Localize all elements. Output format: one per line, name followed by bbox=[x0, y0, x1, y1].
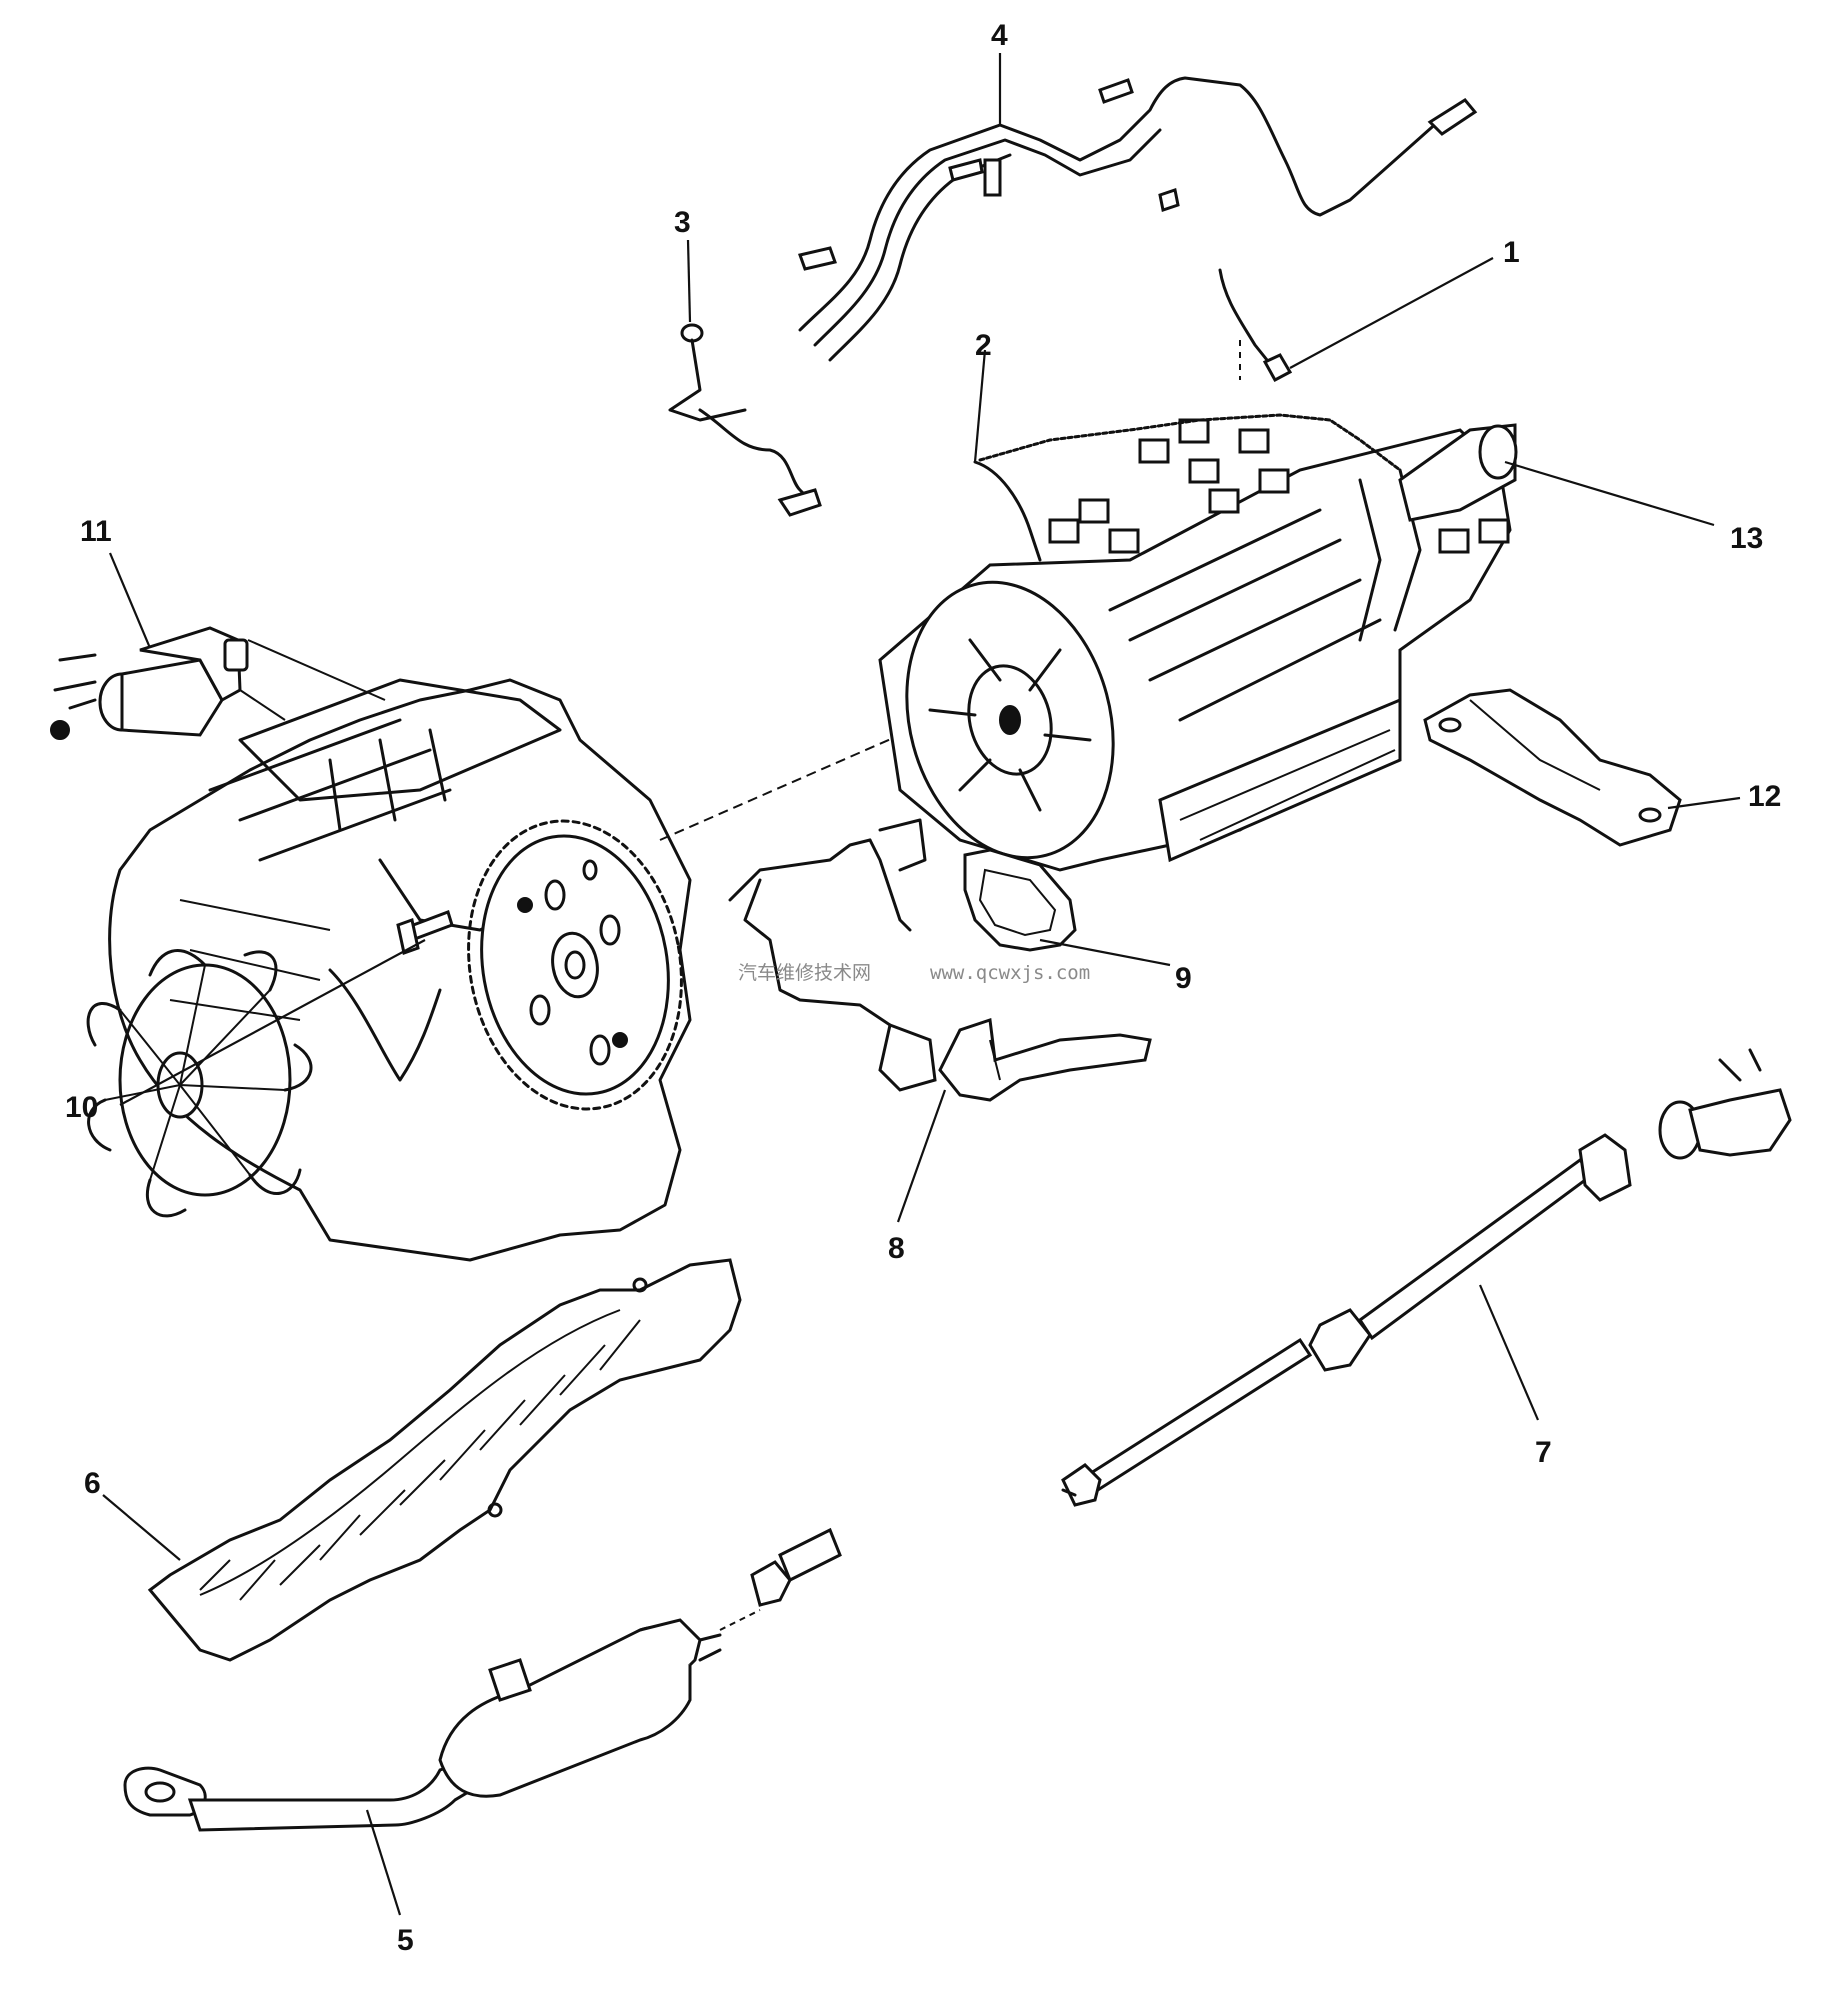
transmission-crossmember bbox=[1423, 688, 1682, 847]
leader-2 bbox=[973, 349, 987, 463]
speedometer-cable bbox=[1218, 268, 1293, 383]
wiring-harness-cover bbox=[973, 413, 1402, 562]
leader-3 bbox=[686, 239, 692, 323]
leader-9 bbox=[1039, 938, 1171, 967]
callout-7: 7 bbox=[1535, 1436, 1552, 1469]
leader-5 bbox=[365, 1809, 402, 1916]
leader-7 bbox=[1478, 1284, 1540, 1421]
front-exhaust-pipe-catalytic-converter bbox=[123, 1527, 842, 1832]
callout-5: 5 bbox=[397, 1924, 414, 1957]
dipstick-tube bbox=[668, 323, 822, 517]
callout-13: 13 bbox=[1730, 522, 1763, 555]
engine-block bbox=[86, 678, 692, 1262]
watermark-url: www.qcwxjs.com bbox=[930, 962, 1090, 984]
leader-10 bbox=[119, 939, 426, 1106]
starter-motor bbox=[50, 626, 386, 740]
leader-12 bbox=[1667, 796, 1741, 810]
leader-13 bbox=[1504, 460, 1715, 527]
callout-6: 6 bbox=[84, 1467, 101, 1500]
callout-1: 1 bbox=[1503, 236, 1520, 269]
cooling-fan bbox=[86, 949, 313, 1218]
callout-12: 12 bbox=[1748, 780, 1781, 813]
callout-10: 10 bbox=[65, 1091, 98, 1124]
leader-1 bbox=[1289, 257, 1494, 369]
flywheel-bolt bbox=[396, 910, 454, 955]
callout-11: 11 bbox=[80, 515, 112, 548]
watermark-site-name: 汽车维修技术网 bbox=[738, 962, 871, 984]
callout-2: 2 bbox=[975, 329, 992, 362]
shift-linkage bbox=[728, 818, 1152, 1102]
callout-8: 8 bbox=[888, 1232, 905, 1265]
leader-6 bbox=[102, 1494, 181, 1561]
automatic-transmission bbox=[878, 418, 1518, 872]
leader-11 bbox=[108, 552, 152, 649]
callout-4: 4 bbox=[991, 19, 1008, 52]
oil-cooler-lines bbox=[798, 76, 1478, 362]
callout-3: 3 bbox=[674, 206, 691, 239]
callout-9: 9 bbox=[1175, 962, 1192, 995]
leader-8 bbox=[896, 1089, 947, 1223]
flywheel-drive-plate bbox=[467, 819, 683, 1111]
propeller-shaft bbox=[1061, 1048, 1792, 1507]
inspection-cover-plate bbox=[963, 848, 1077, 952]
exhaust-heat-shield bbox=[147, 1258, 742, 1662]
